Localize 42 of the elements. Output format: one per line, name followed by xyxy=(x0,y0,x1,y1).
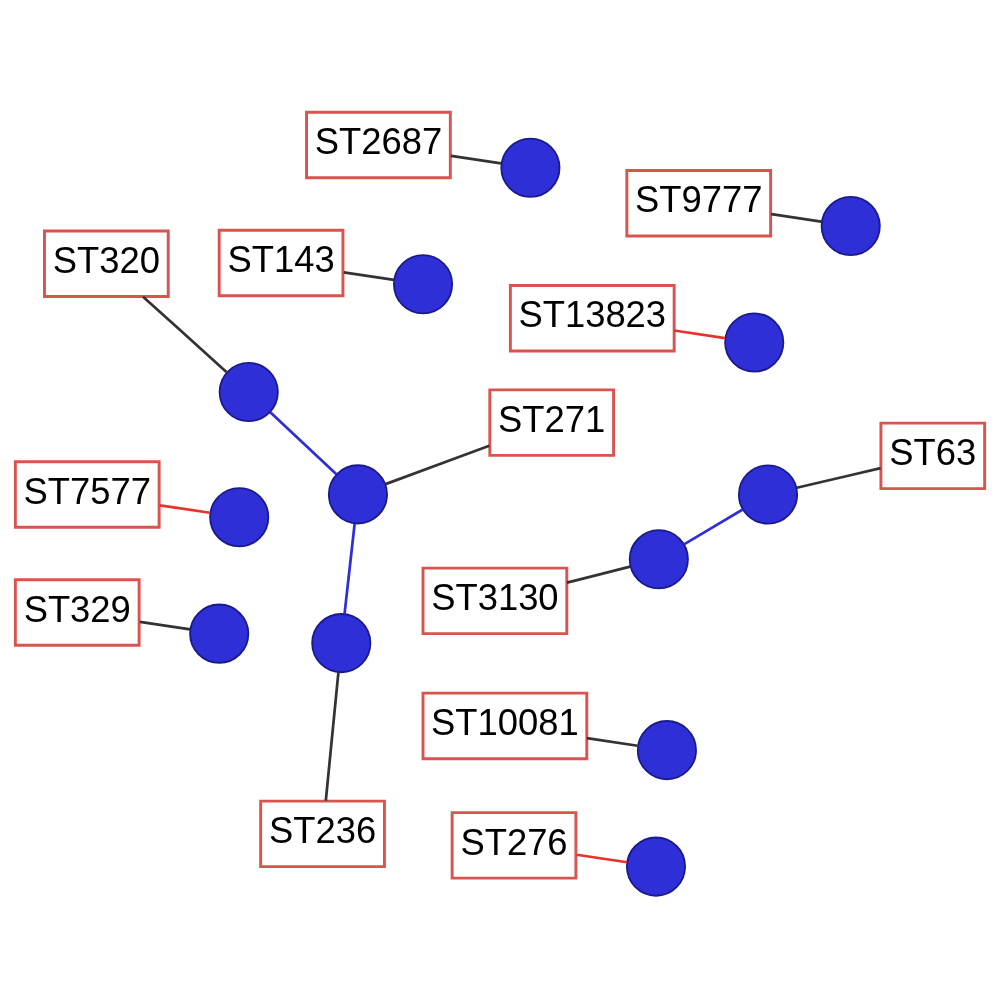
node-circle xyxy=(738,463,799,524)
connector xyxy=(683,507,744,546)
node-circle xyxy=(393,253,454,314)
connector xyxy=(385,443,490,485)
connector xyxy=(139,619,191,631)
node-circle xyxy=(625,836,686,897)
connector xyxy=(324,671,340,801)
connector xyxy=(770,212,822,223)
node-circle xyxy=(500,137,561,198)
node-circle xyxy=(820,195,881,256)
connector xyxy=(586,736,638,747)
node-box: ST329 xyxy=(13,577,141,647)
connector xyxy=(142,295,228,373)
node-box: ST276 xyxy=(450,810,578,880)
node-circle xyxy=(327,463,388,524)
node-box: ST9777 xyxy=(625,168,773,237)
node-circle xyxy=(636,719,697,780)
node-box: ST13823 xyxy=(508,283,676,352)
connector xyxy=(450,154,502,165)
node-box: ST143 xyxy=(217,228,345,297)
connector xyxy=(343,523,356,614)
connector xyxy=(159,503,210,514)
connector xyxy=(269,410,338,475)
node-circle xyxy=(189,603,250,664)
node-circle xyxy=(628,528,689,589)
node-box: ST320 xyxy=(43,229,170,298)
connector xyxy=(343,270,395,281)
node-box: ST7577 xyxy=(13,459,161,529)
node-circle xyxy=(209,486,270,547)
node-box: ST10081 xyxy=(421,691,589,760)
connector xyxy=(566,564,631,584)
connector xyxy=(576,852,628,864)
node-circle xyxy=(218,361,279,422)
connector xyxy=(674,328,726,339)
node-circle xyxy=(724,311,785,372)
node-box: ST63 xyxy=(879,421,987,490)
connector xyxy=(796,466,881,489)
node-box: ST3130 xyxy=(421,566,569,635)
node-box: ST271 xyxy=(488,387,616,457)
node-box: ST2687 xyxy=(305,110,452,179)
node-circle xyxy=(311,612,372,673)
node-box: ST236 xyxy=(259,799,386,868)
